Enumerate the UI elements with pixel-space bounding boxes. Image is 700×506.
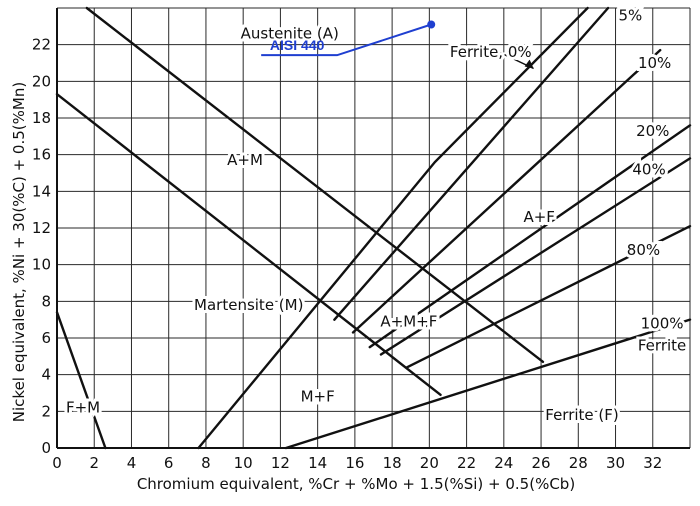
x-tick-label: 6 <box>164 454 174 472</box>
region-label: Ferrite (F) <box>545 406 618 424</box>
grid <box>56 7 691 449</box>
y-tick-label: 14 <box>32 182 51 200</box>
isoferrite-label: 5% <box>619 6 643 24</box>
isoferrite-label: 80% <box>627 241 660 259</box>
region-label: A+M+F <box>380 313 437 331</box>
iso-ferrite-line <box>368 124 692 349</box>
iso-ferrite-line <box>379 157 692 356</box>
x-tick-label: 16 <box>345 454 364 472</box>
isoferrite-label: 40% <box>632 160 665 178</box>
iso-ferrite-line <box>405 224 692 369</box>
phase-boundary-line <box>85 6 545 364</box>
x-tick-label: 30 <box>606 454 625 472</box>
x-tick-label: 24 <box>494 454 513 472</box>
x-tick-label: 14 <box>308 454 327 472</box>
y-tick-label: 10 <box>32 256 51 274</box>
iso-ferrite-line <box>333 6 610 321</box>
y-tick-label: 20 <box>32 72 51 90</box>
x-tick-label: 18 <box>383 454 402 472</box>
x-tick-label: 28 <box>569 454 588 472</box>
y-tick-label: 12 <box>32 219 51 237</box>
x-tick-label: 2 <box>89 454 99 472</box>
isoferrite-label: 10% <box>638 54 671 72</box>
x-tick-label: 22 <box>457 454 476 472</box>
y-tick-label: 0 <box>41 439 51 457</box>
x-tick-label: 20 <box>420 454 439 472</box>
region-label: A+F <box>523 208 554 226</box>
isoferrite-label: Ferrite, 0% <box>450 43 532 61</box>
x-tick-label: 32 <box>643 454 662 472</box>
y-tick-label: 8 <box>41 292 51 310</box>
x-tick-label: 10 <box>234 454 253 472</box>
region-label: Austenite (A) <box>241 25 339 43</box>
y-axis-label: Nickel equivalent, %Ni + 30(%C) + 0.5(%M… <box>10 82 28 422</box>
iso-ferrite-line <box>197 6 589 450</box>
isoferrite-label: Ferrite <box>638 336 686 354</box>
y-tick-label: 4 <box>41 366 51 384</box>
isoferrite-label: 100% <box>641 314 684 332</box>
y-tick-label: 18 <box>32 109 51 127</box>
x-axis-label: Chromium equivalent, %Cr + %Mo + 1.5(%Si… <box>137 475 575 493</box>
y-tick-label: 6 <box>41 329 51 347</box>
region-label: M+F <box>301 388 335 406</box>
x-tick-label: 26 <box>532 454 551 472</box>
phase-boundary-line <box>55 92 442 397</box>
x-tick-label: 12 <box>271 454 290 472</box>
x-tick-label: 8 <box>201 454 211 472</box>
lines <box>55 6 692 450</box>
ferrite-0-arrowhead <box>524 59 534 69</box>
aisi-440-leader <box>261 23 432 57</box>
region-label: F+M <box>66 399 100 417</box>
phase-boundary-line <box>55 311 107 450</box>
x-tick-label: 4 <box>127 454 137 472</box>
aisi-440-point <box>427 20 436 29</box>
region-label: Martensite (M) <box>194 296 303 314</box>
y-tick-label: 2 <box>41 402 51 420</box>
iso-ferrite-line <box>284 318 692 450</box>
y-tick-label: 16 <box>32 146 51 164</box>
isoferrite-label: 20% <box>636 122 669 140</box>
aisi-440-label: AISI 440 <box>270 37 325 53</box>
y-tick-label: 22 <box>32 36 51 54</box>
iso-ferrite-line <box>351 48 662 334</box>
x-tick-label: 0 <box>52 454 62 472</box>
region-label: A+M <box>227 151 263 169</box>
